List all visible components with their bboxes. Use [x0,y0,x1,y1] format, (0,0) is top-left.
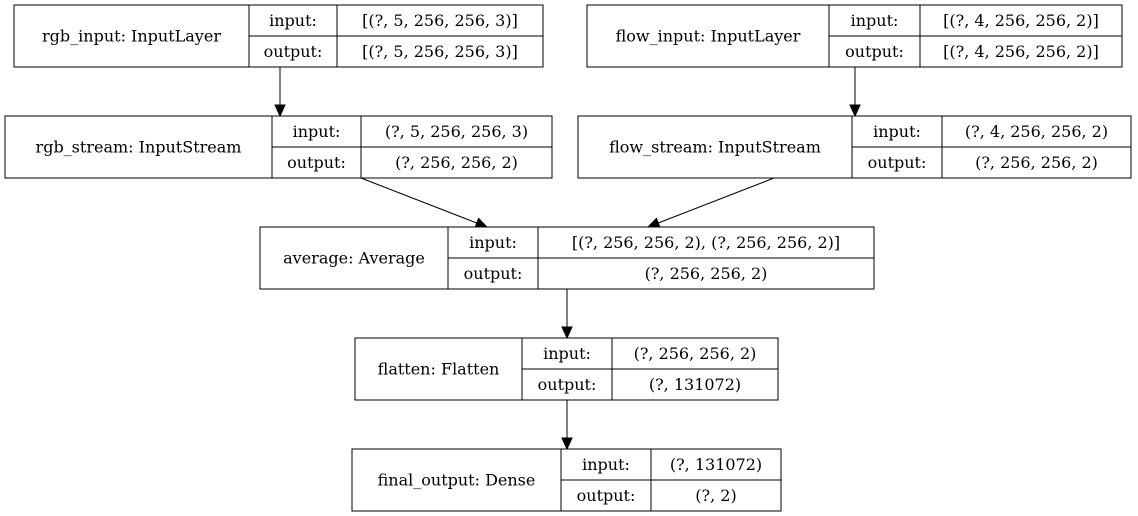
input-label: input: [293,122,341,141]
layer-node-rgb_stream: rgb_stream: InputStream input: output: (?, … [4,115,553,179]
output-shape: (?, 256, 256, 2) [975,153,1098,172]
output-shape: (?, 2) [695,486,736,505]
output-shape: (?, 256, 256, 2) [395,153,518,172]
input-label: input: [469,233,517,252]
layer-node-flow_input: flow_input: InputLayer input: output: [(?, … [586,4,1123,68]
output-label: output: [868,153,927,172]
arrowhead-icon [561,437,573,451]
input-shape: [(?, 5, 256, 256, 3)] [362,11,518,30]
arrowhead-icon [274,104,286,118]
output-label: output: [264,42,323,61]
layer-name: flow_stream: InputStream [609,138,821,157]
input-shape: (?, 256, 256, 2) [634,344,757,363]
output-label: output: [464,264,523,283]
output-label: output: [287,153,346,172]
arrowhead-icon [474,217,489,229]
output-label: output: [845,42,904,61]
input-label: input: [543,344,591,363]
output-shape: (?, 256, 256, 2) [645,264,768,283]
edge-line [360,177,477,224]
output-shape: (?, 131072) [649,375,741,394]
output-shape: [(?, 5, 256, 256, 3)] [362,42,518,61]
layer-name: final_output: Dense [378,471,536,490]
input-label: input: [269,11,317,30]
layer-node-rgb_input: rgb_input: InputLayer input: output: [(?, 5… [13,4,544,68]
layer-name: rgb_input: InputLayer [42,27,221,46]
edge-flatten-to-final_output [561,400,573,451]
arrowhead-icon [561,326,573,340]
input-label: input: [582,455,630,474]
layer-name: rgb_stream: InputStream [36,138,242,157]
layer-node-average: average: Average input: output: [(?, 256, 2… [259,226,875,290]
layer-node-flatten: flatten: Flatten input: output: (?, 256, 25… [354,337,779,401]
input-shape: [(?, 256, 256, 2), (?, 256, 256, 2)] [572,233,840,252]
edge-flow_input-to-flow_stream [849,67,861,118]
layer-node-flow_stream: flow_stream: InputStream input: output: (?,… [577,115,1132,179]
layer-node-final_output: final_output: Dense input: output: (?, 1310… [351,448,782,512]
layer-name: average: Average [283,249,425,268]
output-shape: [(?, 4, 256, 256, 2)] [943,42,1099,61]
input-shape: [(?, 4, 256, 256, 2)] [943,11,1099,30]
output-label: output: [538,375,597,394]
arrowhead-icon [849,104,861,118]
input-label: input: [873,122,921,141]
output-label: output: [577,486,636,505]
layer-name: flatten: Flatten [378,360,500,379]
edge-rgb_stream-to-average [360,177,489,229]
input-label: input: [851,11,899,30]
input-shape: (?, 4, 256, 256, 2) [965,122,1108,141]
arrowhead-icon [646,217,661,229]
input-shape: (?, 5, 256, 256, 3) [385,122,528,141]
edge-flow_stream-to-average [646,177,775,229]
input-shape: (?, 131072) [670,455,762,474]
edge-rgb_input-to-rgb_stream [274,67,286,118]
layer-name: flow_input: InputLayer [616,27,801,46]
edge-average-to-flatten [561,289,573,340]
edge-line [658,177,775,224]
